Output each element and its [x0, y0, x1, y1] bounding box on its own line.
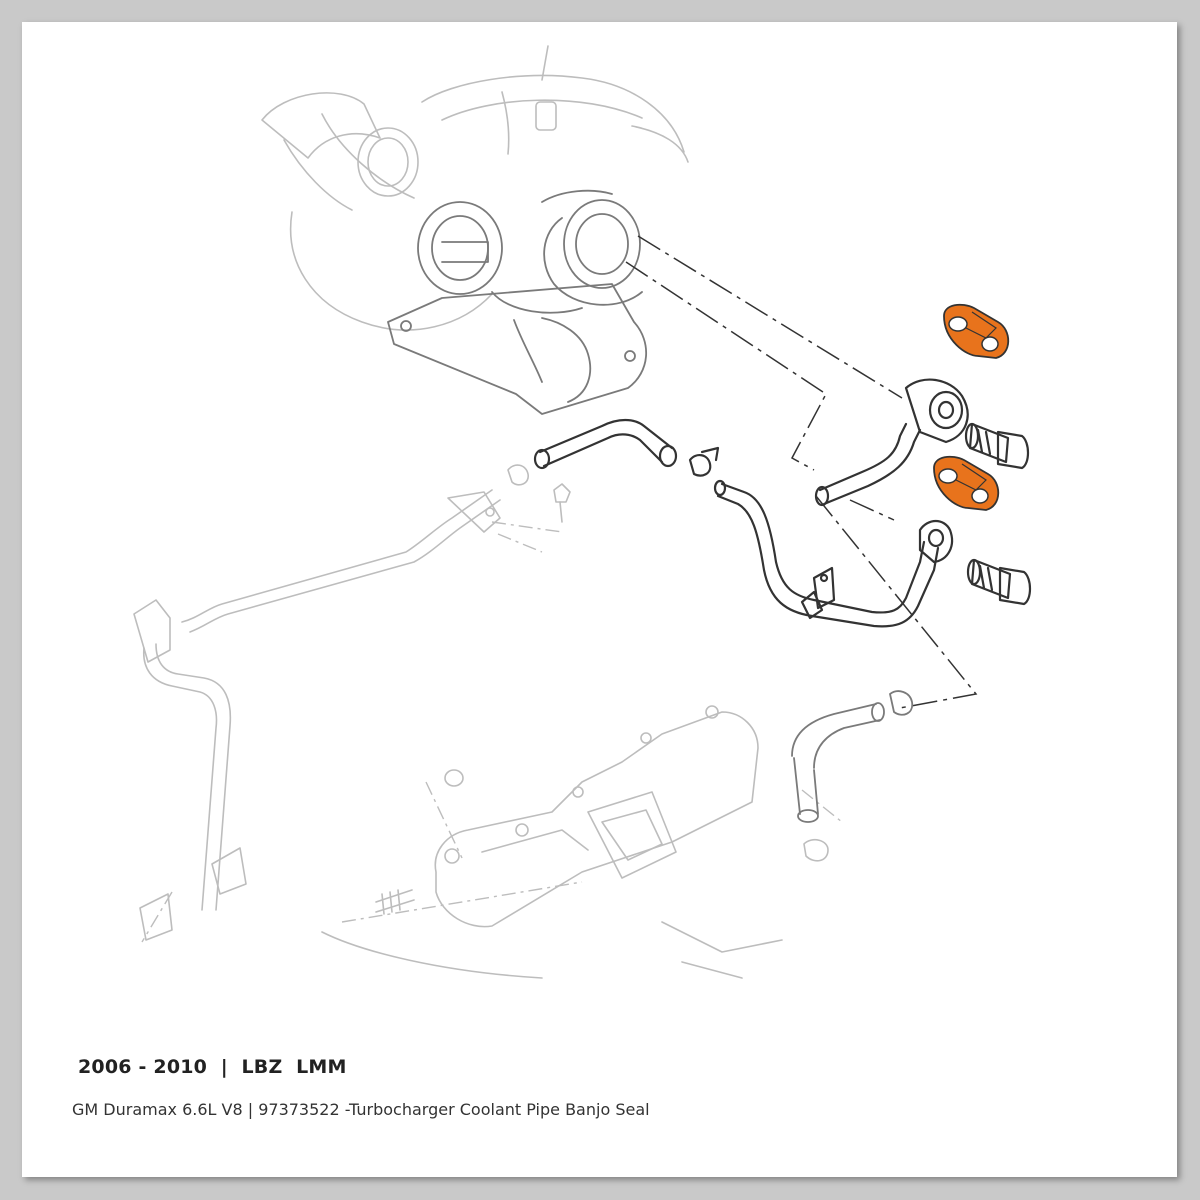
banjo-bolt-upper: [964, 422, 1030, 470]
reference-lines: [141, 235, 978, 943]
return-hose: [791, 690, 914, 862]
model-years-engine: 2006 - 2010 | LBZ LMM: [78, 1056, 347, 1078]
coolant-pipe-upper: [814, 378, 969, 507]
engine-block-outline: [321, 921, 783, 979]
part-description: GM Duramax 6.6L V8 | 97373522 -Turbochar…: [72, 1100, 650, 1119]
turbocharger: [261, 45, 689, 415]
coolant-feed-line: [133, 464, 571, 941]
product-card: 2006 - 2010 | LBZ LMM GM Duramax 6.6L V8…: [22, 22, 1177, 1177]
banjo-seal-lower: [933, 455, 1000, 511]
coolant-pipe-lower: [713, 479, 954, 628]
banjo-seal-upper: [943, 303, 1010, 359]
coolant-hose: [533, 418, 720, 477]
exhaust-manifold: [375, 705, 759, 928]
parts-diagram: [133, 45, 1032, 979]
banjo-bolt-lower: [966, 558, 1032, 606]
